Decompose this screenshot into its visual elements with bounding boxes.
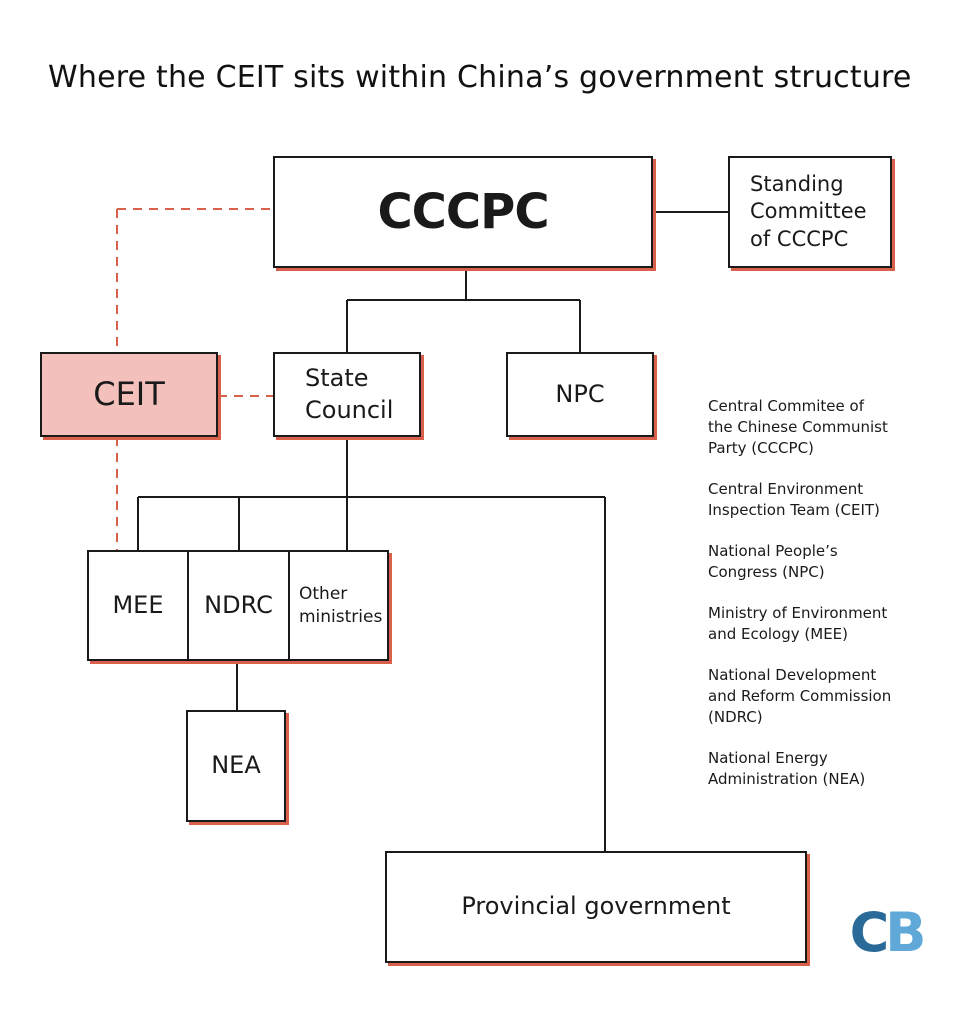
ndrc-box: NDRC xyxy=(187,550,290,661)
state-council-label: State Council xyxy=(305,364,394,424)
logo-letter-c: C xyxy=(849,900,890,964)
other-ministries-box: Other ministries xyxy=(288,550,389,661)
cccpc-label: CCCPC xyxy=(377,183,549,240)
legend-item-mee: Ministry of Environment and Ecology (MEE… xyxy=(708,604,888,643)
other-ministries-label: Other ministries xyxy=(299,584,383,627)
npc-box: NPC xyxy=(506,352,654,437)
mee-box: MEE xyxy=(87,550,189,661)
logo-letter-b: B xyxy=(885,900,926,964)
standing-committee-label: Standing Committee of CCCPC xyxy=(750,172,867,251)
nea-box: NEA xyxy=(186,710,286,822)
legend-item-ndrc: National Development and Reform Commissi… xyxy=(708,666,892,726)
nea-label: NEA xyxy=(211,751,261,780)
ndrc-label: NDRC xyxy=(204,590,273,619)
legend-item-cccpc: Central Commitee of the Chinese Communis… xyxy=(708,397,888,457)
cccpc-box: CCCPC xyxy=(273,156,653,268)
legend-item-ceit: Central Environment Inspection Team (CEI… xyxy=(708,480,880,519)
npc-label: NPC xyxy=(555,379,605,408)
state-council-box: State Council xyxy=(273,352,421,437)
mee-label: MEE xyxy=(112,590,164,619)
ceit-box: CEIT xyxy=(40,352,218,437)
provincial-government-label: Provincial government xyxy=(461,892,731,921)
legend-item-nea: National Energy Administration (NEA) xyxy=(708,749,866,788)
ceit-label: CEIT xyxy=(93,374,165,413)
diagram-title: Where the CEIT sits within China’s gover… xyxy=(48,60,912,95)
abbreviation-legend: Central Commitee of the Chinese Communis… xyxy=(708,396,948,810)
legend-item-npc: National People’s Congress (NPC) xyxy=(708,542,838,581)
standing-committee-box: Standing Committee of CCCPC xyxy=(728,156,892,268)
provincial-government-box: Provincial government xyxy=(385,851,807,963)
